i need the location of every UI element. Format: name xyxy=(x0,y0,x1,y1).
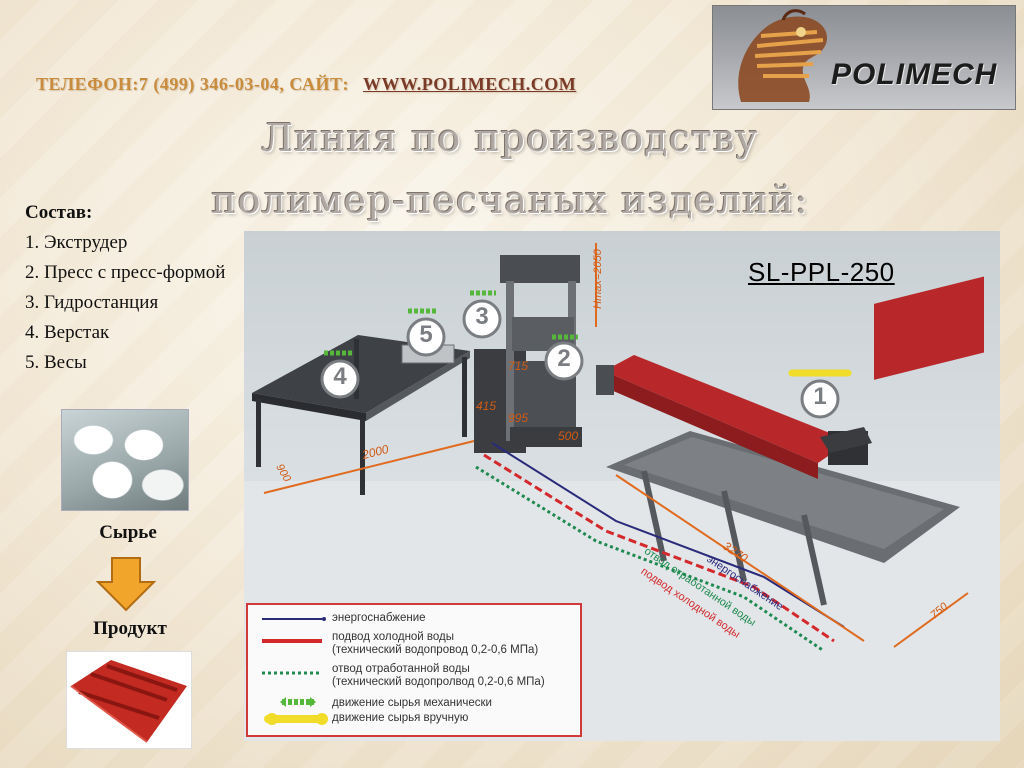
marker-3: 3 xyxy=(475,303,489,330)
dimension-height: Hmax=2050 xyxy=(591,249,604,309)
raw-material-label: Сырье xyxy=(99,522,157,543)
arrow-down-icon xyxy=(96,557,156,612)
legend-manual-hand-icon xyxy=(264,713,328,725)
legend-cold-water-sub: (технический водопровод 0,2-0,6 МПа) xyxy=(332,644,539,656)
composition-item: 3. Гидростанция xyxy=(25,292,159,313)
legend-energy-label: энергоснабжение xyxy=(332,612,426,624)
production-line-diagram: SL-PPL-250 1 2 3 4 5 2000 900 415 995 50… xyxy=(244,231,1000,741)
legend-energy-line xyxy=(262,617,326,621)
company-logo: POLIMECH xyxy=(712,5,1016,110)
marker-circles xyxy=(320,299,840,419)
legend-waste-water-title: отвод отработанной воды xyxy=(332,663,470,675)
phone-text: ТЕЛЕФОН:7 (499) 346-03-04, САЙТ: xyxy=(36,74,349,94)
marker-2: 2 xyxy=(557,345,571,372)
product-label: Продукт xyxy=(93,618,167,639)
marker-5: 5 xyxy=(419,321,433,348)
dimension-press-d: 715 xyxy=(508,359,529,373)
dimension-press-a: 415 xyxy=(476,399,497,413)
legend-mechanical-arrow-icon xyxy=(280,697,316,707)
marker-1: 1 xyxy=(813,383,827,410)
legend-mechanical-label: движение сырья механически xyxy=(332,697,492,709)
marker-4: 4 xyxy=(333,363,347,390)
page-title-line-2: полимер-песчаных изделий: xyxy=(211,178,809,222)
legend-cold-water-title: подвод холодной воды xyxy=(332,631,455,643)
legend-waste-water-line xyxy=(262,671,322,675)
tiger-emblem-icon xyxy=(738,9,828,102)
legend-waste-water-label: отвод отработанной воды (технический вод… xyxy=(332,663,545,689)
composition-item: 2. Пресс с пресс-формой xyxy=(25,262,226,283)
logo-text: POLIMECH xyxy=(831,58,998,91)
composition-item: 4. Верстак xyxy=(25,322,110,343)
raw-material-image xyxy=(61,409,189,511)
website-link[interactable]: WWW.POLIMECH.COM xyxy=(362,74,577,94)
legend-manual-label: движение сырья вручную xyxy=(332,712,469,724)
dimension-press-b: 995 xyxy=(508,411,529,425)
dimension-press-c: 500 xyxy=(558,429,579,443)
composition-heading: Состав: xyxy=(25,202,93,223)
contact-line: ТЕЛЕФОН:7 (499) 346-03-04, САЙТ: WWW.POLI… xyxy=(36,74,576,95)
extruder-graphic xyxy=(596,276,984,606)
model-name: SL-PPL-250 xyxy=(748,257,895,287)
legend-waste-water-sub: (технический водопролвод 0,2-0,6 МПа) xyxy=(332,676,545,688)
product-image xyxy=(66,651,192,749)
roof-tile-icon xyxy=(70,660,187,743)
page-title-line-1: Линия по производству xyxy=(261,116,759,160)
composition-item: 5. Весы xyxy=(25,352,87,373)
legend-box: энергоснабжение подвод холодной воды (те… xyxy=(246,603,582,737)
composition-item: 1. Экструдер xyxy=(25,232,128,253)
legend-cold-water-line xyxy=(262,639,322,643)
composition-list: Состав: 1. Экструдер 2. Пресс с пресс-фо… xyxy=(25,198,237,378)
legend-cold-water-label: подвод холодной воды (технический водопр… xyxy=(332,631,538,657)
